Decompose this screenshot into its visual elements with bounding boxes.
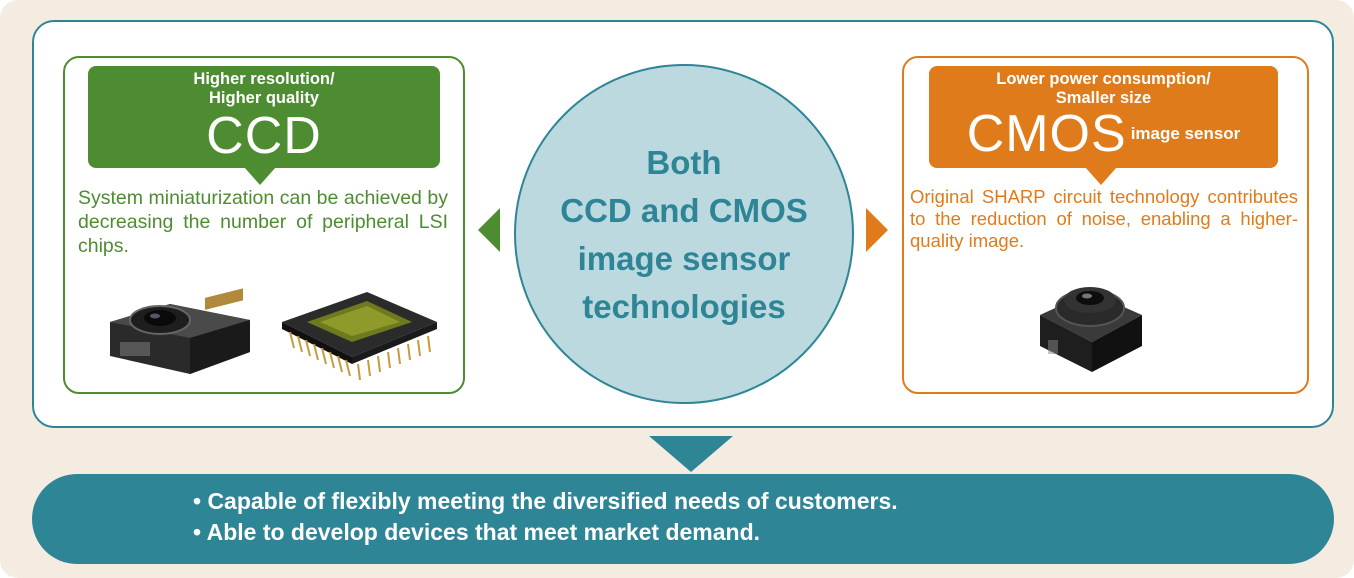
center-circle — [514, 64, 854, 404]
ccd-subtitle-line2: Higher quality — [208, 89, 319, 107]
ccd-header: Higher resolution/ Higher quality CCD — [88, 66, 440, 168]
ccd-description: System miniaturization can be achieved b… — [78, 187, 448, 257]
cmos-header: Lower power consumption/ Smaller size CM… — [929, 66, 1278, 168]
left-arrow-icon — [478, 208, 500, 252]
cmos-title-suffix: image sensor — [1130, 124, 1241, 143]
cmos-pointer-icon — [1085, 167, 1117, 185]
benefits-banner: • Capable of flexibly meeting the divers… — [32, 474, 1334, 564]
benefits-list: • Capable of flexibly meeting the divers… — [193, 486, 898, 548]
center-heading: Both CCD and CMOS image sensor technolog… — [514, 139, 854, 331]
result-arrow-icon — [649, 436, 733, 472]
cmos-title: CMOS — [966, 105, 1127, 163]
benefit-item-1: • Capable of flexibly meeting the divers… — [193, 488, 898, 514]
ccd-pointer-icon — [244, 167, 276, 185]
cmos-subtitle: Lower power consumption/ Smaller size — [929, 66, 1278, 108]
right-arrow-icon — [866, 208, 888, 252]
cmos-subtitle-line2: Smaller size — [1055, 89, 1152, 107]
ccd-title: CCD — [206, 107, 322, 165]
ccd-camera-module-image — [110, 288, 250, 374]
center-line-2: CCD and CMOS — [560, 192, 808, 229]
center-line-4: technologies — [582, 288, 786, 325]
ccd-chip-image — [282, 292, 437, 381]
benefit-item-2: • Able to develop devices that meet mark… — [193, 519, 761, 545]
center-line-3: image sensor — [577, 240, 791, 277]
ccd-subtitle: Higher resolution/ Higher quality — [88, 66, 440, 108]
ccd-subtitle-line1: Higher resolution/ — [193, 70, 335, 88]
center-line-1: Both — [646, 144, 722, 181]
cmos-subtitle-line1: Lower power consumption/ — [996, 70, 1211, 88]
cmos-description: Original SHARP circuit technology contri… — [910, 186, 1298, 251]
cmos-sensor-image — [1040, 287, 1142, 372]
